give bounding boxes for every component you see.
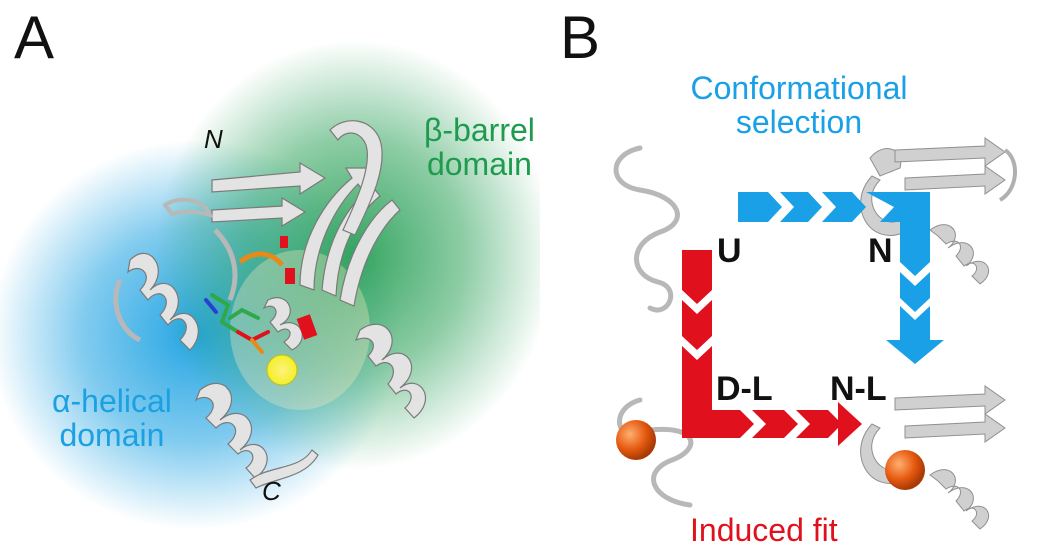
conformational-selection-path [738,192,944,364]
alpha-domain-line1: α-helical [52,383,172,419]
state-u-label: U [717,232,742,270]
induced-fit-label: Induced fit [690,512,838,548]
conformational-selection-line2: selection [735,103,863,140]
orange-loop [238,251,284,267]
alpha-helical-domain-label: α-helical domain [52,383,172,453]
panel-a-illustration [0,40,540,530]
protein-ribbon [113,120,426,489]
beta-barrel-domain-label: β-barrel domain [424,112,535,182]
c-terminus-label: C [262,476,281,506]
beta-domain-glow [155,40,540,470]
metal-ion-sphere [266,354,298,386]
panel-b-label: B [560,4,601,71]
beta-domain-line2: domain [426,145,532,182]
beta-domain-line1: β-barrel [424,112,535,148]
ligand-sphere-nl [885,450,925,490]
ligand-sphere-dl [616,420,656,460]
conformational-selection-line1: Conformational [690,70,908,106]
state-dl-label: D-L [716,370,773,408]
red-highlight [296,314,318,340]
red-highlight [280,236,288,248]
unfolded-chain-u [613,145,680,313]
state-n-label: N [868,232,893,270]
state-nl-label: N-L [830,370,887,408]
red-highlight [285,268,295,284]
folded-protein-n [860,137,1018,285]
conformational-selection-label: Conformational selection [664,70,934,140]
ligand-sticks [204,293,270,354]
n-terminus-label: N [204,124,223,154]
alpha-domain-line2: domain [59,416,165,453]
induced-fit-path [682,250,862,446]
panel-a-label: A [14,4,55,71]
